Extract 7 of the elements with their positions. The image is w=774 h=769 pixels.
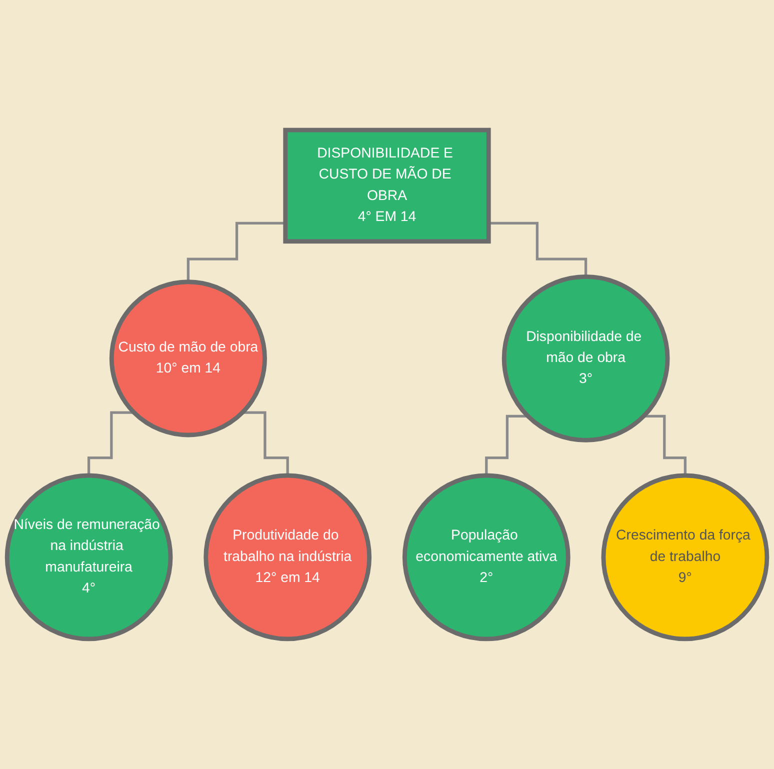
- node-circle: Níveis de remuneração na indústria manufatureira 4°: [4, 473, 173, 642]
- node-circle: População economicamente ativa 2°: [402, 473, 570, 642]
- node-box: DISPONIBILIDADE E CUSTO DE MÃO DE OBRA 4° EM 14: [283, 128, 491, 244]
- node-circle: Crescimento da força de trabalho 9°: [601, 473, 770, 642]
- node-circle: Disponibilidade de mão de obra 3°: [502, 274, 670, 442]
- node-circle: Custo de mão de obra 10° em 14: [109, 280, 267, 438]
- node-circle: Produtividade do trabalho na indústria 12° em 14: [204, 473, 372, 642]
